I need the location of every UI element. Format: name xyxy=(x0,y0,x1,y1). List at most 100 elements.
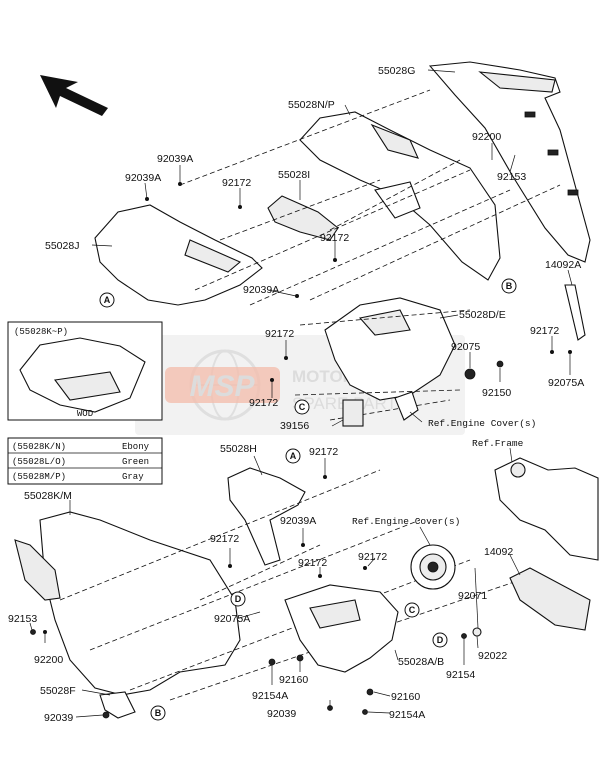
part-labels: 55028G 55028N/P 92200 92153 92039A 92039… xyxy=(8,65,584,724)
label-55028AB: 55028A/B xyxy=(398,656,444,668)
svg-text:B: B xyxy=(155,708,162,718)
svg-text:C: C xyxy=(409,605,416,615)
assembly-dashed-outline xyxy=(179,89,561,306)
label-55028DE: 55028D/E xyxy=(459,309,506,321)
callout-A-2: A xyxy=(285,448,301,464)
label-92039-b: 92039 xyxy=(267,708,296,720)
legend-color-3: Gray xyxy=(122,472,144,482)
legend-color-2: Green xyxy=(122,457,149,467)
part-39156 xyxy=(342,399,364,427)
label-92153-b: 92153 xyxy=(8,613,37,625)
label-14092: 14092 xyxy=(484,546,513,558)
label-92153-a: 92153 xyxy=(497,171,526,183)
label-55028F: 55028F xyxy=(40,685,76,697)
label-92022: 92022 xyxy=(478,650,507,662)
legend-code-3: (55028M/P) xyxy=(12,472,66,482)
ref-engine-cover-2: Ref.Engine Cover(s) xyxy=(352,516,460,527)
label-92039-c: 92039 xyxy=(44,712,73,724)
fairing-panel-intake xyxy=(370,123,419,159)
label-92039A-2: 92039A xyxy=(125,172,161,184)
label-92172-5: 92172 xyxy=(249,397,278,409)
label-39156: 39156 xyxy=(280,420,309,432)
callout-A-1: A xyxy=(99,292,115,308)
label-92160-2: 92160 xyxy=(391,691,420,703)
svg-text:A: A xyxy=(290,451,297,461)
label-92154A-1: 92154A xyxy=(252,690,288,702)
callout-B-2: B xyxy=(150,705,166,721)
fairing-vents xyxy=(524,111,579,196)
label-55028KM: 55028K/M xyxy=(24,490,72,502)
watermark-logo-text: MSP xyxy=(189,370,255,403)
label-92172-4: 92172 xyxy=(530,325,559,337)
label-92039A-1: 92039A xyxy=(157,153,193,165)
svg-text:A: A xyxy=(104,295,111,305)
panel-14092 xyxy=(509,567,591,631)
label-92071: 92071 xyxy=(458,590,487,602)
legend-code-2: (55028L/O) xyxy=(12,457,66,467)
label-55028H: 55028H xyxy=(220,443,257,455)
watermark-logo-badge xyxy=(165,367,280,403)
callout-C-2: C xyxy=(404,602,420,618)
fairing-vent-detail xyxy=(478,71,556,93)
bracket-small xyxy=(394,391,419,421)
side-cowl-55028J xyxy=(94,204,263,306)
label-92200-a: 92200 xyxy=(472,131,501,143)
lower-dashed-lines xyxy=(59,469,521,701)
label-92172-3: 92172 xyxy=(265,328,294,340)
legend-code-1: (55028K/N) xyxy=(12,442,66,452)
label-92150: 92150 xyxy=(482,387,511,399)
legend-color-1: Ebony xyxy=(122,442,150,452)
svg-text:D: D xyxy=(235,594,242,604)
side-cowl-louver xyxy=(184,239,242,273)
leader-lines xyxy=(29,69,573,718)
inset-panel: (55028K~P) WOD xyxy=(7,321,163,421)
front-direction-arrow-icon xyxy=(40,75,108,116)
lower-cowl-55028KM xyxy=(39,511,241,696)
callout-C-1: C xyxy=(294,399,310,415)
label-92172-7: 92172 xyxy=(210,533,239,545)
inset-title: (55028K~P) xyxy=(14,327,68,337)
label-92172-1: 92172 xyxy=(222,177,251,189)
bottom-cover-55028AB xyxy=(284,584,399,673)
label-92039A-3: 92039A xyxy=(243,284,279,296)
svg-text:C: C xyxy=(299,402,306,412)
label-92172-6: 92172 xyxy=(309,446,338,458)
upper-fairing-55028G xyxy=(428,61,591,263)
label-92039A-4: 92039A xyxy=(280,515,316,527)
lower-cowl-tip-55028F xyxy=(99,691,136,719)
label-92075: 92075 xyxy=(451,341,480,353)
label-92172-9: 92172 xyxy=(358,551,387,563)
small-cover-55028I xyxy=(267,195,339,241)
reference-labels: Ref.Engine Cover(s) Ref.Frame Ref.Engine… xyxy=(352,418,536,527)
label-55028I: 55028I xyxy=(278,169,310,181)
fasteners xyxy=(30,182,572,719)
callout-B-1: B xyxy=(501,278,517,294)
grommet-92075 xyxy=(464,368,476,380)
svg-text:D: D xyxy=(437,635,444,645)
label-92154A-2: 92154A xyxy=(389,709,425,721)
label-14092A: 14092A xyxy=(545,259,581,271)
middle-fairing-55028DE xyxy=(324,297,456,401)
strip-14092A xyxy=(564,284,586,341)
color-legend: (55028K/N) Ebony (55028L/O) Green (55028… xyxy=(7,437,163,485)
label-92154: 92154 xyxy=(446,669,475,681)
label-55028NP: 55028N/P xyxy=(288,99,335,111)
svg-text:B: B xyxy=(506,281,513,291)
label-92172-8: 92172 xyxy=(298,557,327,569)
label-92160-1: 92160 xyxy=(279,674,308,686)
label-55028J: 55028J xyxy=(45,240,79,252)
label-92075A-1: 92075A xyxy=(548,377,584,389)
side-panel-55028H xyxy=(227,467,306,566)
label-92200-b: 92200 xyxy=(34,654,63,666)
label-55028G: 55028G xyxy=(378,65,415,77)
label-92172-2: 92172 xyxy=(320,232,349,244)
callout-D-1: D xyxy=(230,591,246,607)
frame-reference xyxy=(494,457,599,561)
ref-frame: Ref.Frame xyxy=(472,438,524,449)
lower-cowl-front-detail xyxy=(14,539,61,601)
fairing-inner-bracket xyxy=(374,181,421,219)
label-92075A-2: 92075A xyxy=(214,613,250,625)
engine-cover-reference xyxy=(410,544,456,590)
callout-D-2: D xyxy=(432,632,448,648)
